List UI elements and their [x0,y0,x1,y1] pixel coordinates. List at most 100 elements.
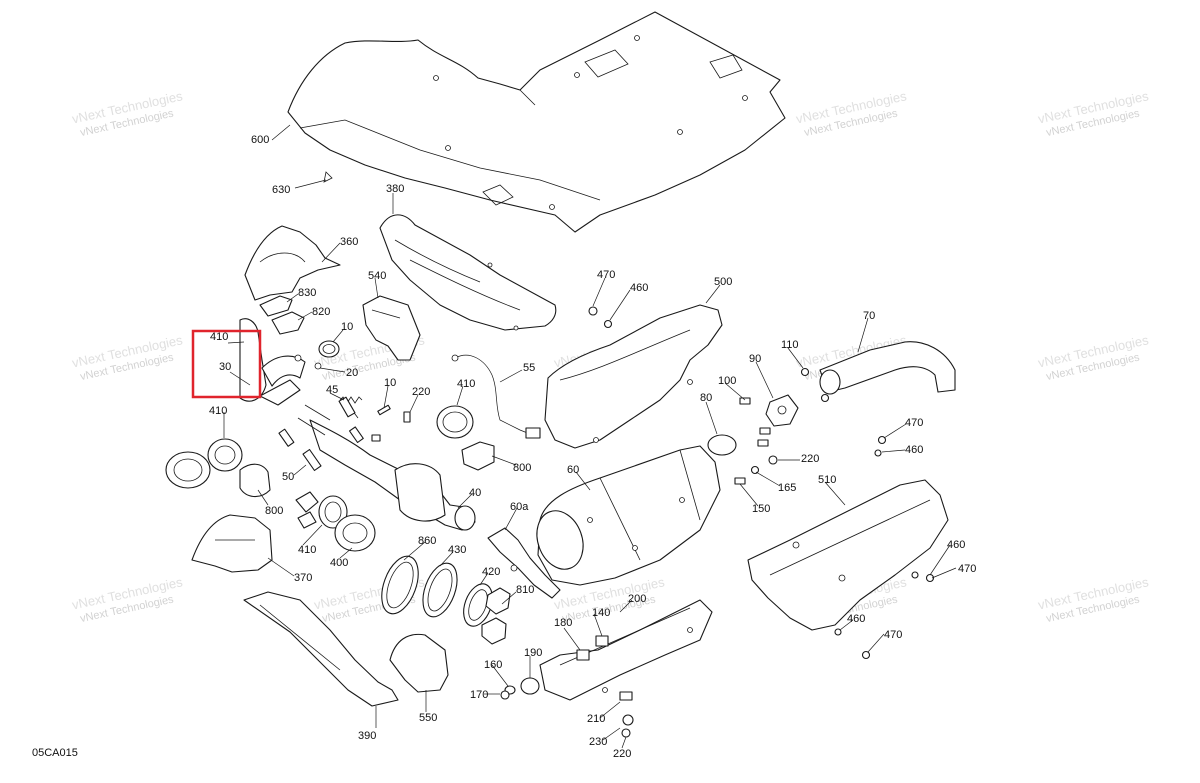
callout-380: 380 [386,183,404,195]
part-360-heat-shield [244,225,341,301]
callout-10-gasket: 10 [341,321,353,333]
callout-55: 55 [523,362,535,374]
part-550-shield [389,633,449,693]
part-fasteners-center [371,404,411,442]
callout-460-far-right: 460 [947,539,965,551]
part-180-mount [576,649,590,661]
part-510-heat-shield [747,479,949,631]
callout-80: 80 [700,392,712,404]
callout-60a: 60a [510,501,529,513]
part-810-clamp [485,587,511,615]
part-410-clamp-center [295,491,348,529]
callout-830: 830 [298,287,316,299]
part-55-oxygen-sensor [451,354,541,439]
callout-810: 810 [516,584,534,596]
callout-200: 200 [628,593,646,605]
callout-70: 70 [863,310,875,322]
callout-210: 210 [587,713,605,725]
callout-230: 230 [589,736,607,748]
callout-470-bottom-right: 470 [884,629,902,641]
callout-100: 100 [718,375,736,387]
part-80-spacer [707,434,737,456]
part-bottom-fasteners [619,691,634,738]
part-190-grommet [520,677,540,695]
document-code: 05CA015 [32,747,78,759]
part-60-muffler [536,445,721,586]
callout-400: 400 [330,557,348,569]
part-460-washer-right [834,449,919,636]
callout-110: 110 [781,339,799,351]
part-410-clamp-left [165,438,243,489]
callout-45: 45 [326,384,338,396]
callout-430: 430 [448,544,466,556]
callout-410-right: 410 [457,378,475,390]
callout-labels: 600 630 380 360 540 830 820 10 410 30 20… [209,134,976,760]
part-800-bracket-left [239,463,271,498]
callout-420: 420 [482,566,500,578]
part-390-shield [243,591,399,707]
callout-220-bottom: 220 [613,748,631,760]
part-430-clamp [422,562,458,618]
leader-lines [223,124,957,749]
callout-470-top: 470 [597,269,615,281]
callout-540: 540 [368,270,386,282]
callout-140: 140 [592,607,610,619]
highlight-box-part-30 [191,329,262,399]
part-860-ring [381,555,419,615]
part-600-heat-shield-plate [287,11,786,233]
callout-180: 180 [554,617,572,629]
callout-860: 860 [418,535,436,547]
callout-470-right: 470 [905,417,923,429]
callout-220-right: 220 [801,453,819,465]
callout-10-bolt: 10 [384,377,396,389]
part-410-clamp-right [436,405,474,439]
callout-510: 510 [818,474,836,486]
part-460-washer-top [603,319,613,329]
part-540-shield [362,295,421,361]
callout-500: 500 [714,276,732,288]
callout-165: 165 [778,482,796,494]
part-100-bolt [739,397,771,447]
part-400-clamp [334,514,376,552]
part-45-spring [338,396,363,419]
part-820-shield [271,311,305,335]
callout-190: 190 [524,647,542,659]
part-90-flange [765,394,799,427]
callout-550: 550 [419,712,437,724]
callout-150: 150 [752,503,770,515]
callout-50: 50 [282,471,294,483]
callout-410-manifold: 410 [210,331,228,343]
part-380-heat-shield [379,214,557,331]
callout-60: 60 [567,464,579,476]
callout-370: 370 [294,572,312,584]
part-470-bolt-right [861,435,935,660]
callout-40: 40 [469,487,481,499]
callout-410-bottom: 410 [298,544,316,556]
callout-800-center: 800 [513,462,531,474]
callout-630: 630 [272,184,290,196]
part-470-bolt-top [588,306,598,316]
callout-460-bottom-right: 460 [847,613,865,625]
callout-820: 820 [312,306,330,318]
part-10-gasket [318,340,340,358]
callout-600: 600 [251,134,269,146]
callout-800-left: 800 [265,505,283,517]
part-50-spring [278,426,364,472]
callout-360: 360 [340,236,358,248]
part-40-exhaust-header [297,404,476,531]
callout-20: 20 [346,367,358,379]
callout-390: 390 [358,730,376,742]
callout-410-left: 410 [209,405,227,417]
part-830-shield [259,295,293,317]
callout-30: 30 [219,361,231,373]
part-70-tail-pipe [819,341,956,395]
part-hardware-right [734,455,778,485]
callout-160: 160 [484,659,502,671]
part-420-clamp [463,583,493,627]
callout-220-center: 220 [412,386,430,398]
part-140-mount [595,635,609,647]
callout-170: 170 [470,689,488,701]
callout-460-top: 460 [630,282,648,294]
